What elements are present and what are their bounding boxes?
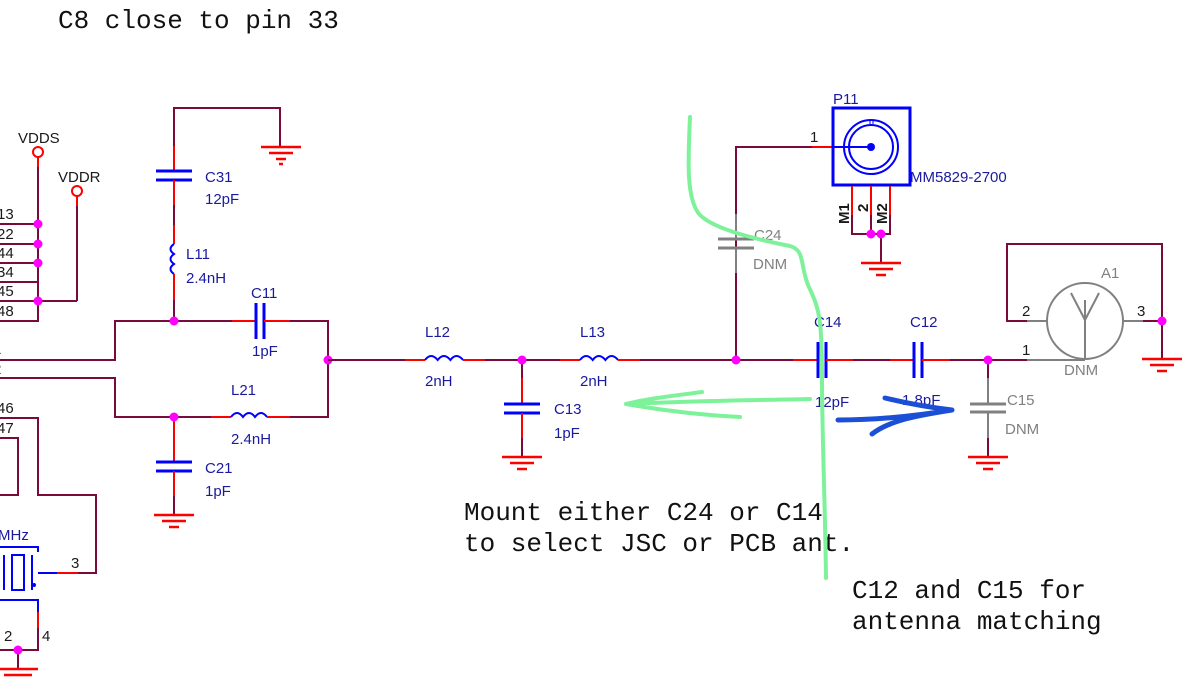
l13-inductor-icon [579,355,619,362]
c11-capacitor-icon [254,303,266,339]
a1-antenna-icon [1046,282,1124,360]
p11-coax-connector-icon [831,106,912,187]
vdds-port-icon [32,146,44,158]
crystal-icon [0,546,57,612]
vddr-label: VDDR [58,169,101,186]
p11-pin2-label: 2 [855,204,872,212]
a1-pin1-label: 1 [1022,342,1030,359]
l11-inductor-icon [169,243,176,275]
c15-value: DNM [1005,421,1039,438]
l13-ref: L13 [580,324,605,341]
crystal-pin4-label: 4 [42,628,50,645]
c21-ref: C21 [205,460,233,477]
crystal-circuit: MHz 3 2 4 [0,417,97,677]
c12-ref: C12 [910,314,938,331]
c11-ref: C11 [251,285,277,302]
c24-value: DNM [753,256,787,273]
a1-value: DNM [1064,362,1098,379]
l12-value: 2nH [425,373,453,390]
c11-value: 1pF [252,343,278,360]
ic-pin-46: 46 [0,400,14,417]
ic-pin-47: 47 [0,420,14,437]
c13-ref: C13 [554,401,582,418]
ic-pin-2: 2 [0,361,1,378]
ic-pin-48: 48 [0,303,14,320]
c21-value: 1pF [205,483,231,500]
jsc-connector-path: C24 DNM P11 MM5829-2700 1 M1 2 M2 [718,91,1007,365]
ic-pin-13: 13 [0,206,14,223]
l21-value: 2.4nH [231,431,271,448]
green-arrow-left-icon [624,390,812,419]
ic-pin-45: 45 [0,283,14,300]
l12-ref: L12 [425,324,450,341]
c31-ref: C31 [205,169,233,186]
c12-capacitor-icon [912,342,924,378]
ic-pin-44: 44 [0,245,14,262]
ground-icon [502,455,542,471]
l21-inductor-icon [230,412,268,419]
c15-ref: C15 [1007,392,1035,409]
ground-icon [1142,357,1182,373]
a1-pin2-label: 2 [1022,303,1030,320]
ground-icon [261,145,301,166]
antenna-matching: C14 12pF C12 1.8pF C15 DNM [793,243,1182,471]
p11-pinM2-label: M2 [874,203,891,224]
l11-value: 2.4nH [186,270,226,287]
green-divider-stroke [686,115,828,580]
l21-ref: L21 [231,382,256,399]
ground-icon [861,261,901,277]
ic-pin-22: 22 [0,226,14,243]
balun-network: C31 12pF L11 2.4nH C11 1pF L21 2.4nH [0,107,333,529]
c13-value: 1pF [554,425,580,442]
c31-capacitor-icon [156,169,192,182]
a1-ref: A1 [1101,265,1119,282]
vddr-port-icon [71,185,83,197]
l12-inductor-icon [424,355,464,362]
crystal-pin2-label: 2 [4,628,12,645]
ic-pin-1: 1 [0,341,1,358]
p11-ref: P11 [833,91,859,108]
crystal-pin3-label: 3 [71,555,79,572]
power-rails: VDDS VDDR 13 22 44 34 45 48 1 2 46 47 [0,130,101,437]
crystal-frequency: MHz [0,527,29,544]
ground-icon [154,513,194,529]
note-matching-line2: antenna matching [852,607,1102,637]
lowpass-filter: L12 2nH L13 2nH C13 1pF [328,324,793,471]
c31-value: 12pF [205,191,239,208]
l11-ref: L11 [186,246,210,263]
c13-capacitor-icon [504,402,540,415]
note-mount-line2: to select JSC or PCB ant. [464,529,854,559]
note-c8-close-to-pin: C8 close to pin 33 [58,6,339,36]
note-matching-line1: C12 and C15 for [852,576,1086,606]
p11-part-number: MM5829-2700 [910,169,1007,186]
c15-capacitor-icon [970,402,1006,414]
vdds-label: VDDS [18,130,60,147]
c21-capacitor-icon [156,460,192,473]
ground-icon [0,667,38,677]
l13-value: 2nH [580,373,608,390]
ground-icon [968,455,1008,471]
p11-pinM1-label: M1 [836,203,853,224]
note-mount-line1: Mount either C24 or C14 [464,498,823,528]
ic-pin-34: 34 [0,264,14,281]
p11-pin1-label: 1 [810,129,818,146]
a1-pin3-label: 3 [1137,303,1145,320]
blue-arrow-right-icon [835,395,955,437]
